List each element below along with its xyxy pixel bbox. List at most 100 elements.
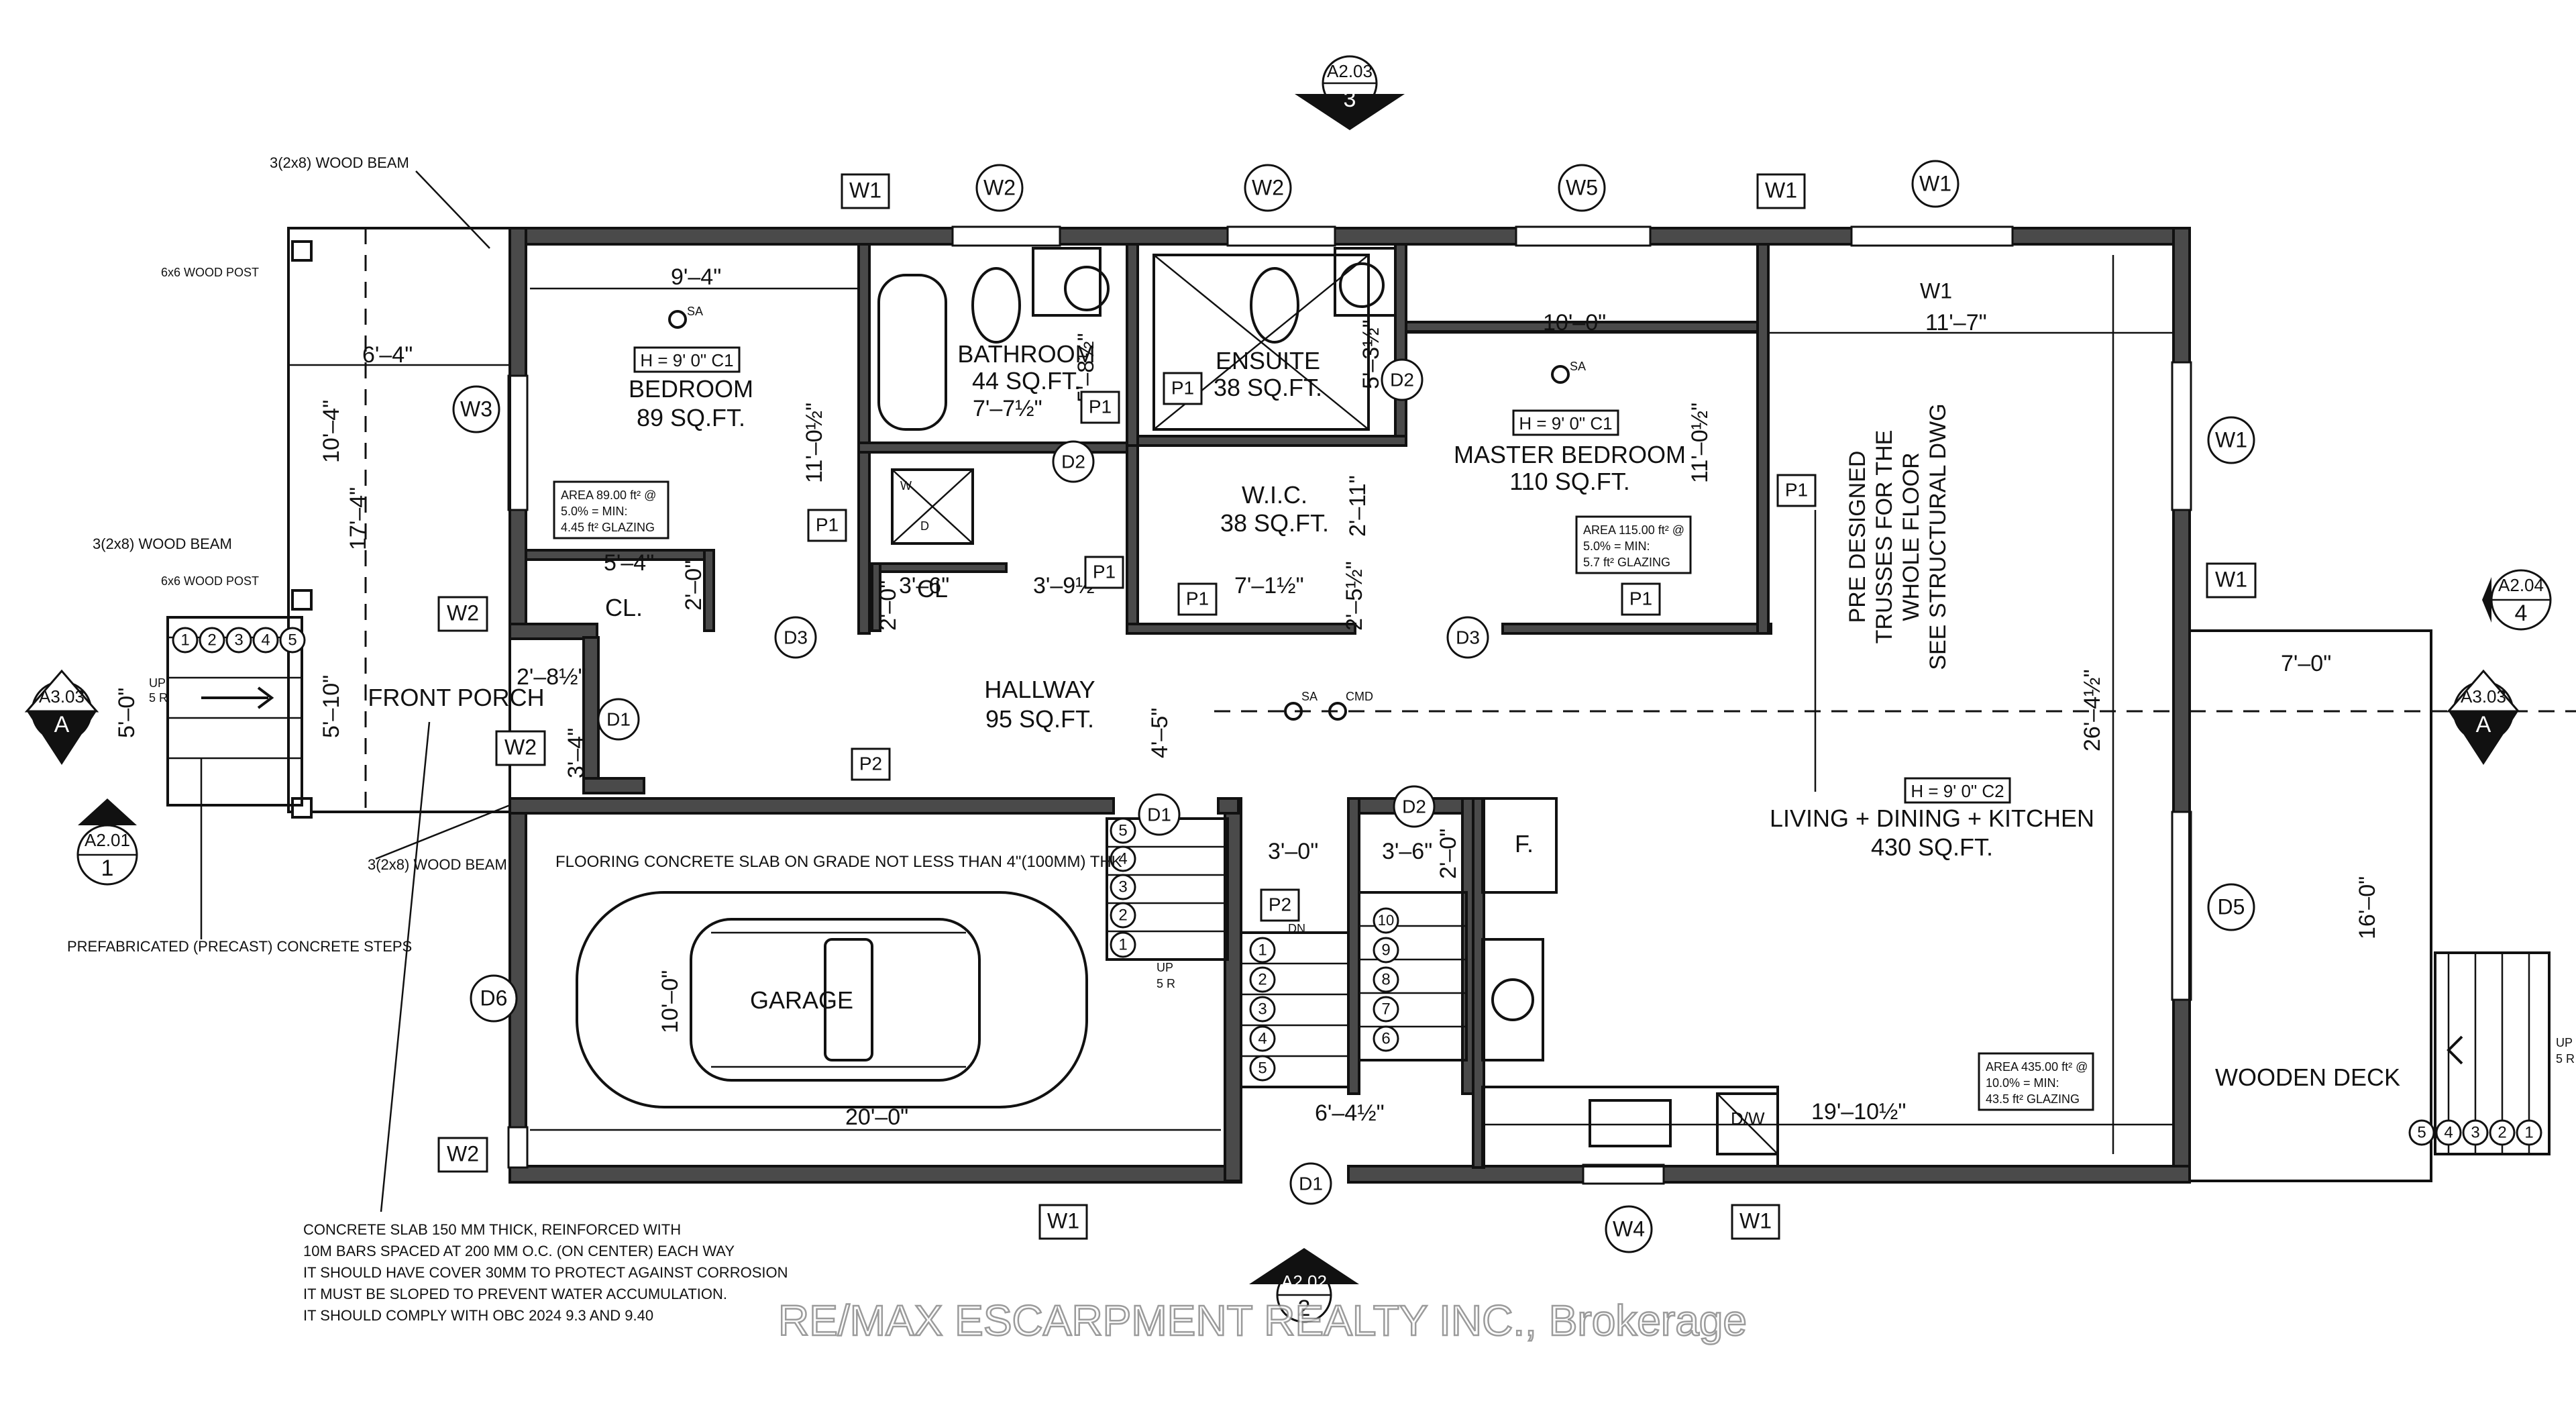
porch-step-5: 5 [288, 631, 297, 649]
sa-master: SA [1570, 360, 1586, 373]
note-slab-1: CONCRETE SLAB 150 MM THICK, REINFORCED W… [303, 1221, 681, 1238]
element-tags: W1 W1 W1 W1 W1 W1 W1 W1 W2 W2 W2 W2 W2 W… [437, 160, 2257, 1253]
dim-porch-w: 6'–4" [362, 342, 413, 368]
dim-wic-h: 2'–11" [1345, 475, 1371, 537]
fridge-name: F. [1515, 830, 1534, 858]
closet2-name: CL [917, 575, 948, 603]
porch-step-2: 2 [207, 631, 216, 649]
porch-up: UP [149, 676, 166, 690]
dim-hall-b: 4'–5" [1147, 708, 1173, 758]
porch-step-3: 3 [234, 631, 243, 649]
porch-step-1: 1 [180, 631, 189, 649]
bedroom-name: BEDROOM [629, 375, 753, 403]
dim-cl2-h: 2'–0" [875, 580, 901, 631]
garage-name: GARAGE [750, 986, 853, 1014]
tag-d3-a: D3 [784, 627, 808, 647]
tag-w1-living: W1 [1920, 278, 1952, 303]
note-slab-2: 10M BARS SPACED AT 200 MM O.C. (ON CENTE… [303, 1243, 735, 1259]
bedroom-glazing-line3: 4.45 ft² GLAZING [561, 521, 655, 534]
note-slab-5: IT SHOULD COMPLY WITH OBC 2024 9.3 AND 9… [303, 1307, 653, 1324]
front-porch-structure [166, 227, 511, 819]
dim-porch-total: 17'–4" [345, 487, 371, 550]
tag-w1-b: W1 [1765, 178, 1797, 202]
dim-stair2-w: 3'–6" [1382, 839, 1432, 864]
room-labels: BEDROOM 89 SQ.FT. BATHROOM 44 SQ.FT. ENS… [368, 340, 2400, 1129]
tag-w2-box-a: W2 [447, 601, 479, 625]
master-ceiling-tag: H = 9' 0" C1 [1519, 413, 1612, 433]
tag-p1-g: P1 [1785, 479, 1808, 500]
dim-stair-w: 3'–0" [1268, 839, 1318, 864]
dim-steps-h: 5'–0" [114, 688, 140, 738]
living-area: 430 SQ.FT. [1871, 833, 1993, 861]
deck-step-3: 3 [2471, 1123, 2479, 1141]
deck-step-1: 1 [2524, 1123, 2533, 1141]
note-beam-mid: 3(2x8) WOOD BEAM [93, 535, 232, 552]
note-trusses-1: PRE DESIGNED [1845, 451, 1870, 623]
dw-label: D/W [1731, 1108, 1765, 1129]
bedroom-ceiling-tag: H = 9' 0" C1 [640, 350, 733, 370]
tag-p1-f: P1 [1629, 588, 1652, 609]
stair-a-5: 5 [1118, 821, 1127, 839]
dim-cl2-w: 3'–6" [899, 573, 949, 599]
living-glazing-line2: 10.0% = MIN: [1986, 1076, 2059, 1090]
sa-hallway: SA [1301, 690, 1318, 703]
dim-master-h: 11'–0½" [1687, 403, 1713, 483]
master-glazing-line1: AREA 115.00 ft² @ [1583, 523, 1684, 537]
tag-p1-a: P1 [816, 514, 839, 535]
note-slab-4: IT MUST BE SLOPED TO PREVENT WATER ACCUM… [303, 1286, 727, 1302]
dim-liv-w: 11'–7" [1925, 310, 1987, 335]
bedroom-glazing-line2: 5.0% = MIN: [561, 505, 628, 518]
tag-d1-a: D1 [606, 709, 631, 729]
tag-w2-circle-b: W2 [1252, 175, 1284, 199]
stair-b-5: 5 [1258, 1059, 1267, 1077]
tag-d1-c: D1 [1299, 1173, 1323, 1194]
tag-w3: W3 [460, 397, 492, 421]
dim-cl-h: 2'–0" [681, 560, 706, 611]
section-right-ref: A3.03 [2461, 686, 2506, 707]
tag-d5: D5 [2218, 894, 2245, 919]
dim-liv-h: 26'–4½" [2080, 669, 2105, 751]
stair-up: UP [1157, 961, 1173, 974]
stair-c-7: 7 [1381, 1000, 1390, 1018]
dim-stair-run: 6'–4½" [1315, 1100, 1385, 1126]
living-name: LIVING + DINING + KITCHEN [1770, 805, 2094, 832]
stair-b-1: 1 [1258, 941, 1267, 959]
dim-deck-h: 16'–0" [2355, 876, 2380, 939]
deck-step-5: 5 [2417, 1123, 2426, 1141]
note-trusses-3: WHOLE FLOOR [1898, 452, 1924, 621]
dim-bed-w: 9'–4" [671, 264, 721, 290]
dim-ens-h: 5'–3½" [1358, 319, 1384, 389]
tag-w2-box-b: W2 [504, 735, 537, 759]
note-post-mid: 6x6 WOOD POST [161, 574, 259, 588]
master-area: 110 SQ.FT. [1509, 468, 1629, 495]
stair-a-3: 3 [1118, 878, 1127, 896]
bathroom-area: 44 SQ.FT. [972, 367, 1081, 395]
dim-door-w: 2'–8½" [517, 664, 586, 690]
tag-d3-b: D3 [1456, 627, 1480, 647]
dim-porch-h1: 10'–4" [319, 400, 344, 463]
master-name: MASTER BEDROOM [1454, 441, 1686, 468]
tag-p1-c: P1 [1171, 377, 1194, 398]
dim-porch-h2: 5'–10" [319, 675, 344, 738]
drawing-notes: 3(2x8) WOOD BEAM 6x6 WOOD POST 3(2x8) WO… [67, 154, 2575, 1324]
bathroom-name: BATHROOM [957, 340, 1095, 368]
ensuite-name: ENSUITE [1216, 347, 1320, 374]
tag-d2-a: D2 [1061, 451, 1085, 472]
section-bottom-ref: A2.02 [1281, 1272, 1327, 1292]
tag-d2-c: D2 [1402, 796, 1426, 817]
shower-w: W [900, 479, 912, 492]
note-trusses-2: TRUSSES FOR THE [1872, 430, 1897, 644]
note-trusses-4: SEE STRUCTURAL DWG [1925, 403, 1951, 670]
note-steps: PREFABRICATED (PRECAST) CONCRETE STEPS [67, 938, 412, 955]
living-glazing-line3: 43.5 ft² GLAZING [1986, 1092, 2080, 1106]
glazing-notes: AREA 89.00 ft² @ 5.0% = MIN: 4.45 ft² GL… [553, 480, 2094, 1111]
tag-w1-circle-right-a: W1 [2215, 427, 2247, 452]
tag-d2-b: D2 [1390, 369, 1414, 390]
ensuite-area: 38 SQ.FT. [1214, 374, 1322, 401]
deck-name: WOODEN DECK [2215, 1063, 2400, 1091]
tag-w2-circle-a: W2 [983, 175, 1016, 199]
deck-step-4: 4 [2444, 1123, 2453, 1141]
note-beam-top: 3(2x8) WOOD BEAM [270, 154, 409, 171]
porch-5r: 5 R [149, 691, 168, 705]
deck-5r: 5 R [2556, 1052, 2575, 1066]
